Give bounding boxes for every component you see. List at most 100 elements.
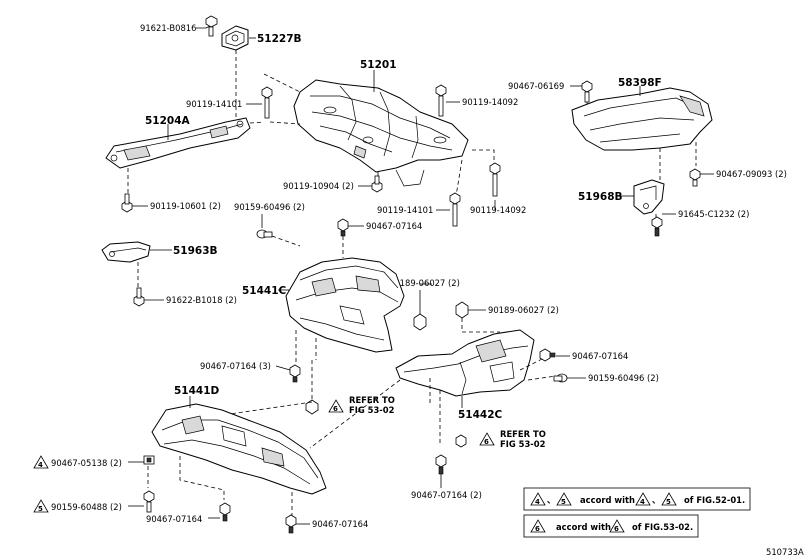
- clip-90189-06027-b: [455, 301, 469, 319]
- label-51441d: 51441D: [174, 385, 220, 397]
- clip-90467-07164-3: [289, 364, 301, 383]
- symbol-4-a-text: 4: [38, 461, 43, 469]
- refer-note-lower: 6 REFER TO FIG 53-02: [455, 429, 546, 449]
- bolt-91645-c1232: [651, 216, 663, 237]
- label-51963b: 51963B: [173, 245, 218, 257]
- legend2-tail: of FIG.53-02.: [632, 522, 693, 532]
- legend2-sym6b: 6: [614, 525, 619, 533]
- label-51442c: 51442C: [458, 409, 503, 421]
- clip-90189-06027-a: [413, 313, 427, 331]
- clip-90467-07164-e: [285, 514, 297, 534]
- part-51441c-under-cover: [285, 257, 405, 353]
- legend2-sym6: 6: [535, 525, 540, 533]
- bolt-90467-06169: [581, 80, 593, 103]
- refer-symbol-upper: 6: [333, 405, 338, 413]
- label-90119-10904: 90119-10904 (2): [283, 181, 354, 191]
- label-90467-06169: 90467-06169: [508, 81, 564, 91]
- legend-box-2: 6 accord with 6 of FIG.53-02.: [523, 514, 699, 538]
- refer-note-upper: 6 REFER TO FIG 53-02: [305, 395, 395, 415]
- label-90159-60496-a: 90159-60496 (2): [234, 202, 305, 212]
- dash-51442c-3: [519, 355, 549, 371]
- label-91621-b0816: 91621-B0816: [140, 23, 196, 33]
- part-51227b: [221, 25, 249, 51]
- part-51204a-brace: [105, 117, 251, 169]
- part-51968b-bracket: [633, 179, 665, 215]
- part-51441d-under-cover: [151, 403, 327, 495]
- bolt-91622-b1018: [133, 287, 145, 307]
- bolt-90119-14101-upper: [261, 86, 273, 119]
- label-90119-14092-a: 90119-14092: [462, 97, 518, 107]
- label-90467-07164-e: 90467-07164: [312, 519, 368, 529]
- legend1-sym4b: 4: [640, 498, 645, 506]
- leader-91621: [196, 25, 211, 29]
- legend-box-1: 4 、 5 accord with 4 、 5 of FIG.52-01.: [523, 487, 751, 511]
- dash-link-6: [455, 159, 463, 197]
- legend2-text: accord with: [556, 522, 611, 532]
- bolt-90159-60488: [143, 490, 155, 513]
- label-90119-14092-b: 90119-14092: [470, 205, 526, 215]
- refer-line1-upper: REFER TO: [349, 395, 395, 405]
- legend1-sym5b: 5: [666, 498, 671, 506]
- symbol-4-a: [33, 455, 49, 469]
- dash-51441d-2: [309, 379, 401, 449]
- refer-line2-lower: FIG 53-02: [500, 439, 546, 449]
- bolt-91621-b0816: [205, 15, 218, 37]
- label-51227b: 51227B: [257, 33, 302, 45]
- nut-90467-05138: [143, 455, 155, 465]
- label-90467-09093: 90467-09093 (2): [716, 169, 787, 179]
- dash-90189-b: [461, 318, 500, 333]
- label-51968b: 51968B: [578, 191, 623, 203]
- legend1-sep: 、: [547, 495, 555, 505]
- label-90467-07164-c: 90467-07164 (2): [411, 490, 482, 500]
- legend1-tail: of FIG.52-01.: [684, 495, 745, 505]
- label-90119-14101-b: 90119-14101: [377, 205, 433, 215]
- dash-link-7: [235, 121, 265, 125]
- fastener-90159-60496-a: [256, 229, 273, 239]
- legend1-sep2: 、: [652, 495, 660, 505]
- legend1-sym4: 4: [535, 498, 540, 506]
- bolt-90119-10904: [371, 175, 383, 193]
- label-90467-07164-a: 90467-07164: [366, 221, 422, 231]
- dash-51441d-1: [229, 401, 313, 415]
- clip-90467-07164-c: [435, 454, 447, 475]
- dash-90159-a: [271, 235, 301, 247]
- legend1-sym5: 5: [561, 498, 566, 506]
- refer-line1-lower: REFER TO: [500, 429, 546, 439]
- label-91645-c1232: 91645-C1232 (2): [678, 209, 749, 219]
- label-51201: 51201: [360, 59, 397, 71]
- part-51442c-cover: [395, 329, 535, 397]
- refer-line2-upper: FIG 53-02: [349, 405, 395, 415]
- part-51201-crossmember: [293, 79, 469, 187]
- label-90159-60488: 90159-60488 (2): [51, 502, 122, 512]
- fastener-90159-60496-b: [553, 373, 568, 383]
- label-90467-07164-d: 90467-07164: [146, 514, 202, 524]
- legend1-text: accord with: [580, 495, 635, 505]
- part-58398f-cover: [571, 87, 713, 151]
- bolt-90119-14092-upper: [435, 84, 447, 117]
- bolt-90467-09093: [689, 168, 701, 187]
- label-90467-07164-b: 90467-07164: [572, 351, 628, 361]
- label-91622-b1018: 91622-B1018 (2): [166, 295, 237, 305]
- symbol-5-a-text: 5: [38, 505, 43, 513]
- dash-link-4: [472, 149, 495, 166]
- label-90189-06027-a: 90189-06027 (2): [389, 278, 460, 288]
- dash-link-2: [269, 121, 301, 125]
- label-90189-06027-b: 90189-06027 (2): [488, 305, 559, 315]
- label-90119-10601: 90119-10601 (2): [150, 201, 221, 211]
- refer-symbol-lower: 6: [484, 438, 489, 446]
- label-90467-05138: 90467-05138 (2): [51, 458, 122, 468]
- clip-90467-07164-b: [539, 348, 556, 362]
- figure-code: 510733A: [766, 547, 804, 557]
- symbol-5-a: [33, 499, 49, 513]
- bolt-90119-14101-lower: [449, 192, 461, 227]
- bracket-51227b-group: 91621-B0816 51227B: [140, 15, 302, 124]
- bolt-90119-10601: [121, 193, 133, 213]
- leader-90467-07164-3: [275, 365, 291, 371]
- clip-90467-07164-d: [219, 502, 231, 522]
- label-90467-07164-3: 90467-07164 (3): [200, 361, 271, 371]
- clip-90467-07164-a: [337, 218, 349, 237]
- label-58398f: 58398F: [618, 77, 662, 89]
- part-51963b: [101, 241, 151, 263]
- label-90159-60496-b: 90159-60496 (2): [588, 373, 659, 383]
